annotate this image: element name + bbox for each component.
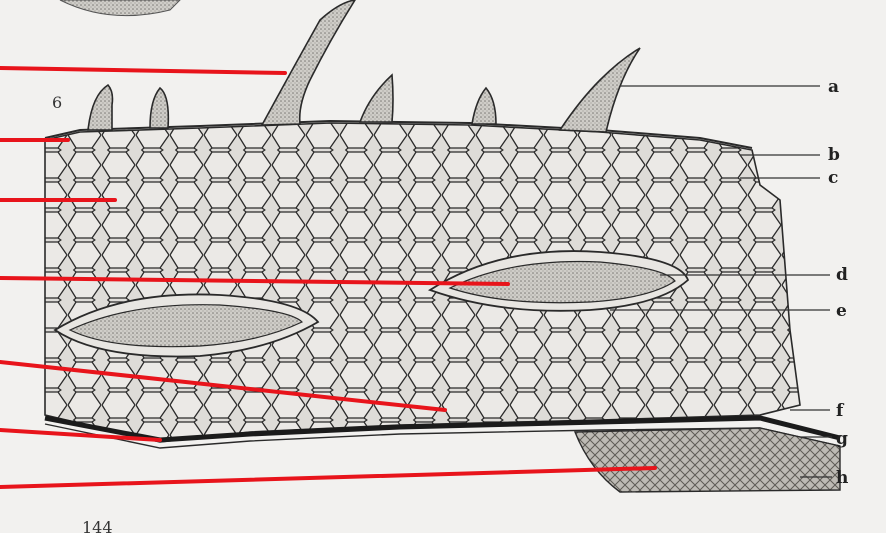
label-d: d (836, 265, 848, 285)
upper-figure-fragment (60, 0, 180, 16)
label-g: g (836, 429, 848, 449)
panel-number: 6 (52, 93, 62, 112)
label-c: c (828, 168, 838, 188)
pointer-line-7 (0, 468, 655, 487)
label-f: f (836, 401, 845, 421)
label-e: e (836, 301, 847, 321)
epidermal-hairs (88, 0, 640, 132)
label-a: a (828, 77, 839, 97)
label-h: h (836, 468, 848, 488)
pointer-line-1 (0, 68, 285, 73)
label-b: b (828, 145, 840, 165)
page-number: 144 (82, 518, 113, 533)
